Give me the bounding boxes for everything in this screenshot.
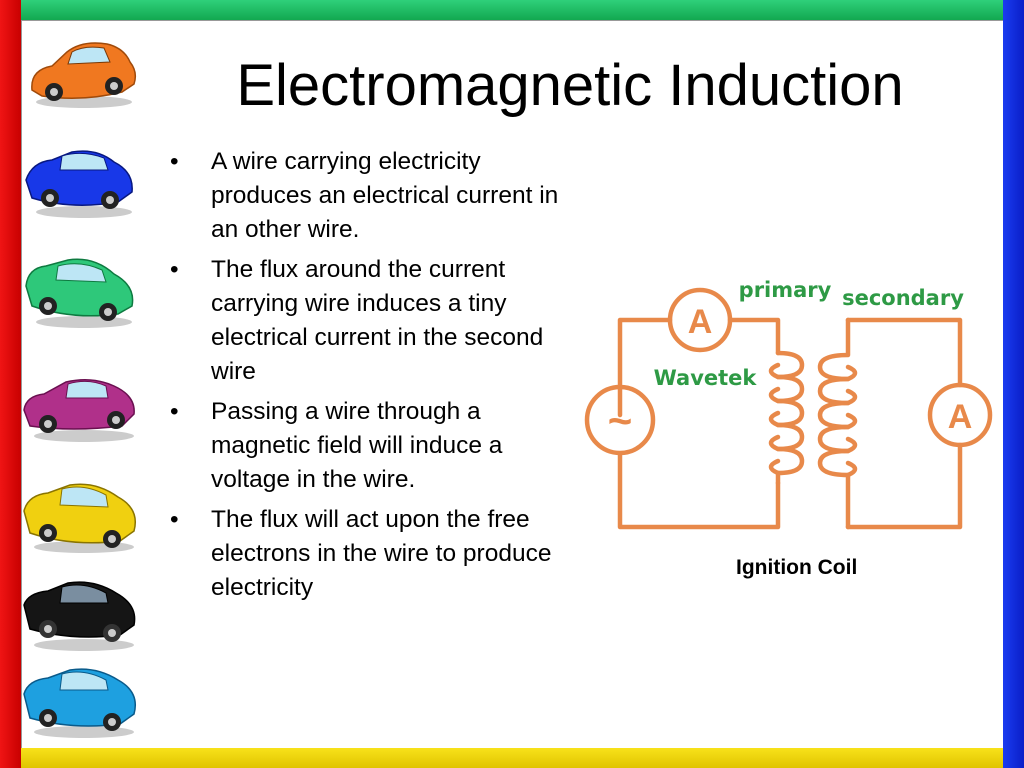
bullet-dot: •	[170, 398, 179, 425]
purple-car-icon	[23, 379, 135, 442]
slide-canvas	[21, 20, 1003, 748]
secondary-label: secondary	[842, 286, 964, 310]
primary-ammeter-symbol: A	[688, 303, 713, 341]
secondary-wire-top	[845, 317, 963, 388]
green-car-icon	[25, 258, 134, 328]
blue-right-border	[1003, 0, 1024, 768]
cyan-car-icon	[23, 668, 136, 738]
secondary-ammeter-circle	[927, 382, 993, 448]
primary-label: primary	[739, 278, 832, 302]
bullet-dot: •	[170, 148, 179, 175]
ac-source-circle	[584, 384, 656, 456]
diagram-caption: Ignition Coil	[736, 556, 858, 579]
orange-car-icon	[31, 42, 137, 108]
ac-source-symbol: ~	[608, 397, 633, 444]
yellow-car-icon	[23, 483, 136, 553]
secondary-wire-bottom	[845, 442, 963, 530]
yellow-bottom-border	[0, 748, 1024, 768]
bullet-text: A wire carrying electricity produces an …	[211, 148, 559, 243]
bullet-text: Passing a wire through a magnetic field …	[211, 398, 503, 493]
bullet-item: • A wire carrying electricity produces an…	[168, 145, 568, 247]
green-top-border	[0, 0, 1024, 20]
primary-coil-turn	[768, 350, 805, 380]
bullet-text: The flux will act upon the free electron…	[211, 506, 552, 601]
bullet-item: • The flux will act upon the free electro…	[168, 503, 568, 605]
bullet-item: • Passing a wire through a magnetic field…	[168, 395, 568, 497]
primary-wire-top-left	[617, 317, 673, 418]
secondary-ammeter-symbol: A	[948, 398, 973, 436]
bullet-dot: •	[170, 506, 179, 533]
blue-car-icon	[25, 150, 133, 218]
bullet-item: • The flux around the current carrying wi…	[168, 253, 568, 389]
wavetek-label: Wavetek	[654, 366, 758, 390]
primary-wire-top-right	[727, 317, 781, 356]
ignition-coil-diagram: A A ~ primary secondary Wavetek	[584, 278, 993, 530]
primary-wire-bottom	[617, 452, 781, 530]
red-left-border	[0, 0, 21, 768]
black-car-icon	[23, 581, 136, 651]
bullet-dot: •	[170, 256, 179, 283]
bullet-list: • A wire carrying electricity produces an…	[168, 145, 568, 611]
primary-ammeter-circle	[667, 287, 733, 353]
bullet-text: The flux around the current carrying wir…	[211, 256, 544, 385]
slide-title: Electromagnetic Induction	[236, 53, 904, 118]
